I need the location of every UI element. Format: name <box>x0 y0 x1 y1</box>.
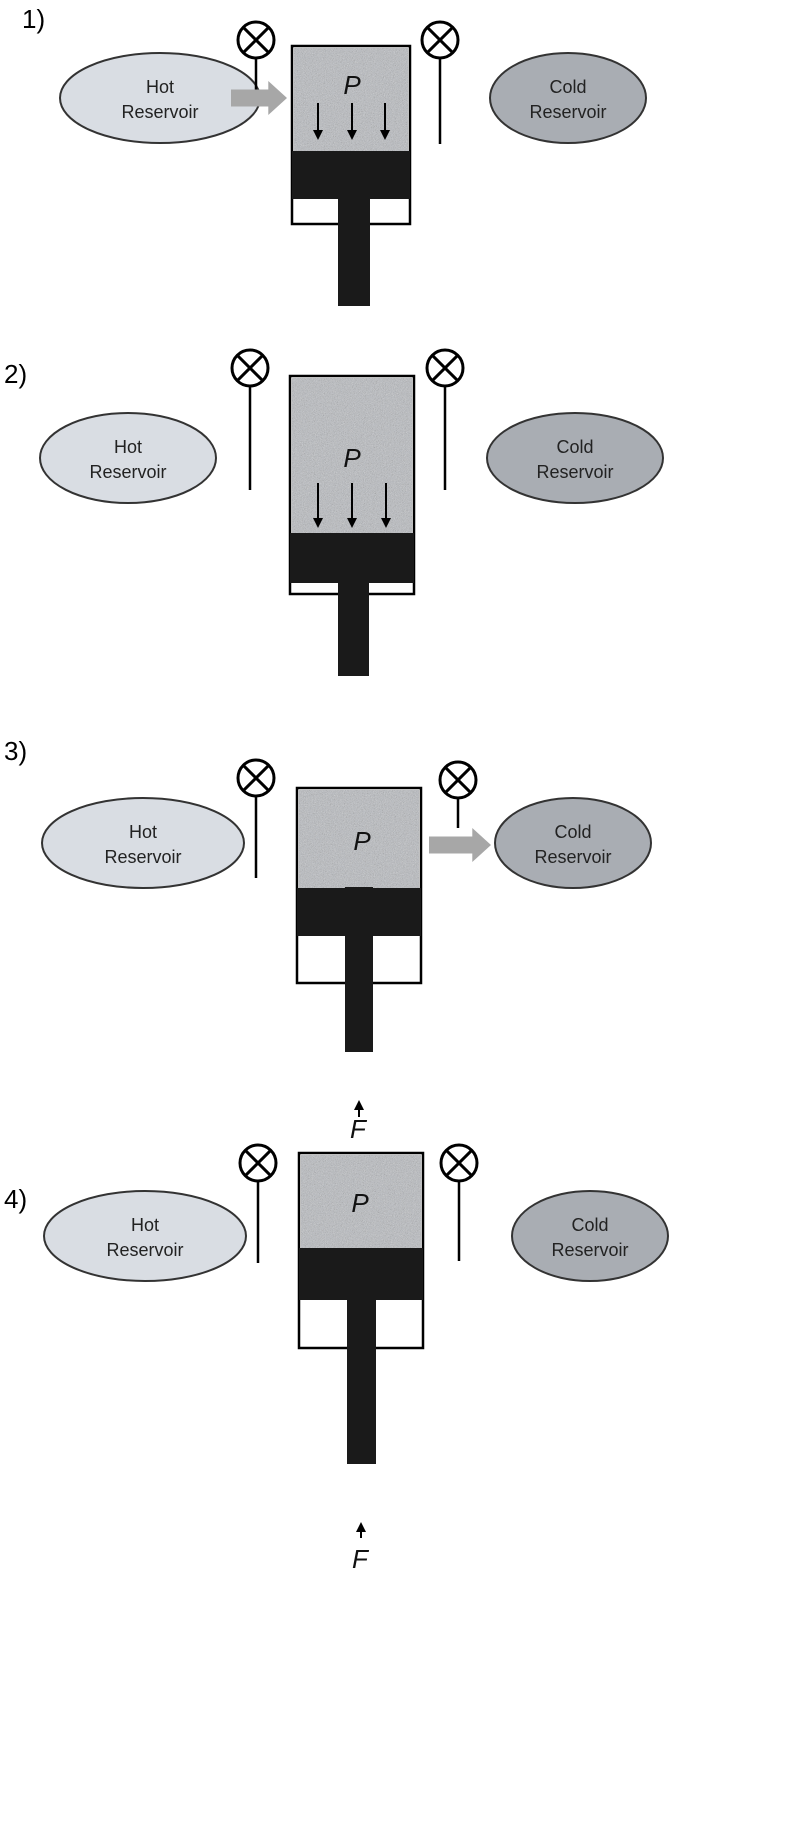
cold-reservoir-label-line1: Cold <box>549 77 586 97</box>
hot-valve-icon <box>238 1143 278 1263</box>
cold-reservoir-label-line1: Cold <box>571 1215 608 1235</box>
hot-reservoir-label-line2: Reservoir <box>89 462 166 482</box>
hot-reservoir-label-line1: Hot <box>114 437 142 457</box>
hot-reservoir-label-line1: Hot <box>131 1215 159 1235</box>
hot-reservoir-label-line2: Reservoir <box>121 102 198 122</box>
piston-rod <box>338 583 369 676</box>
hot-reservoir-label-line2: Reservoir <box>104 847 181 867</box>
pressure-symbol: P <box>343 443 361 473</box>
piston-rod <box>347 1250 376 1464</box>
hot-reservoir-label-line1: Hot <box>129 822 157 842</box>
hot-reservoir-shape <box>59 52 261 144</box>
hot-reservoir-label-line1: Hot <box>146 77 174 97</box>
pressure-arrow-icon <box>313 103 323 140</box>
force-symbol: F <box>352 1544 370 1574</box>
cold-valve-icon <box>425 348 465 490</box>
cold-valve-icon <box>420 20 460 144</box>
cylinder <box>297 1151 425 1464</box>
force-arrow-icon <box>354 1100 364 1117</box>
pressure-arrow-icon <box>347 483 357 528</box>
cold-reservoir-shape <box>511 1190 669 1282</box>
stage-number: 3) <box>4 736 27 766</box>
stage-number: 1) <box>22 4 45 34</box>
hot-valve-icon <box>236 758 276 878</box>
piston-rod <box>345 887 373 1052</box>
heat-flow-arrow-icon <box>429 828 491 862</box>
heat-flow-arrow-icon <box>231 81 287 115</box>
cold-reservoir-label-line2: Reservoir <box>551 1240 628 1260</box>
hot-valve-icon <box>236 20 276 100</box>
pressure-symbol: P <box>353 826 371 856</box>
hot-valve-icon <box>230 348 270 490</box>
cold-reservoir-label-line2: Reservoir <box>534 847 611 867</box>
hot-reservoir-shape <box>39 412 217 504</box>
pressure-symbol: P <box>351 1188 369 1218</box>
piston-head <box>290 533 414 583</box>
cold-reservoir-label-line2: Reservoir <box>536 462 613 482</box>
cold-reservoir-label-line1: Cold <box>554 822 591 842</box>
stage-number: 4) <box>4 1184 27 1214</box>
cold-valve-icon <box>438 760 478 810</box>
cold-reservoir-label-line1: Cold <box>556 437 593 457</box>
stage-number: 2) <box>4 359 27 389</box>
pressure-arrow-icon <box>313 483 323 528</box>
pressure-symbol: P <box>343 70 361 100</box>
cold-reservoir-shape <box>494 797 652 889</box>
hot-reservoir-shape <box>41 797 245 889</box>
piston-head <box>292 151 410 199</box>
force-symbol: F <box>350 1114 368 1144</box>
gas-texture <box>301 1155 421 1248</box>
cylinder <box>295 786 423 1052</box>
pressure-arrow-icon <box>381 483 391 528</box>
cold-reservoir-label-line2: Reservoir <box>529 102 606 122</box>
pressure-arrow-icon <box>347 103 357 140</box>
cold-reservoir-shape <box>489 52 647 144</box>
cold-reservoir-shape <box>486 412 664 504</box>
force-arrow-icon <box>356 1522 366 1538</box>
hot-reservoir-shape <box>43 1190 247 1282</box>
cold-valve-icon <box>439 1143 479 1261</box>
pressure-arrow-icon <box>380 103 390 140</box>
hot-reservoir-label-line2: Reservoir <box>106 1240 183 1260</box>
gas-texture <box>299 790 419 888</box>
piston-rod <box>338 199 370 306</box>
